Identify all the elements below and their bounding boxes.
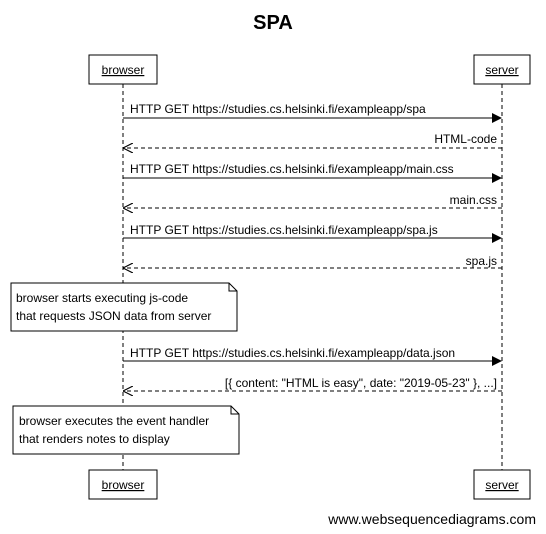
note-fold — [228, 283, 237, 292]
participant-server-top: server — [485, 63, 518, 77]
participant-server-bottom: server — [485, 478, 518, 492]
note-fold — [230, 406, 239, 415]
diagram-title: SPA — [253, 12, 293, 34]
participant-browser-top-box — [88, 54, 158, 85]
note-text-line: that requests JSON data from server — [16, 309, 211, 323]
message-label: HTTP GET https://studies.cs.helsinki.fi/… — [130, 162, 454, 176]
note-box — [12, 405, 240, 455]
participant-browser-top: browser — [102, 63, 145, 77]
participant-browser-bottom-box — [88, 469, 158, 500]
note-box — [10, 282, 238, 332]
participant-server-bottom-box — [473, 469, 531, 500]
participant-server-top-box — [473, 54, 531, 85]
message-label: HTTP GET https://studies.cs.helsinki.fi/… — [130, 346, 455, 360]
message-label: main.css — [450, 193, 497, 207]
message-label: HTTP GET https://studies.cs.helsinki.fi/… — [130, 223, 438, 237]
watermark-text: www.websequencediagrams.com — [327, 511, 536, 527]
message-label: HTML-code — [434, 132, 497, 146]
note-text-line: that renders notes to display — [19, 432, 170, 446]
note-text-line: browser executes the event handler — [19, 414, 209, 428]
message-label: [{ content: "HTML is easy", date: "2019-… — [225, 376, 497, 390]
message-label: HTTP GET https://studies.cs.helsinki.fi/… — [130, 102, 426, 116]
message-label: spa.js — [466, 254, 497, 268]
note-text-line: browser starts executing js-code — [16, 291, 188, 305]
participant-browser-bottom: browser — [102, 478, 145, 492]
